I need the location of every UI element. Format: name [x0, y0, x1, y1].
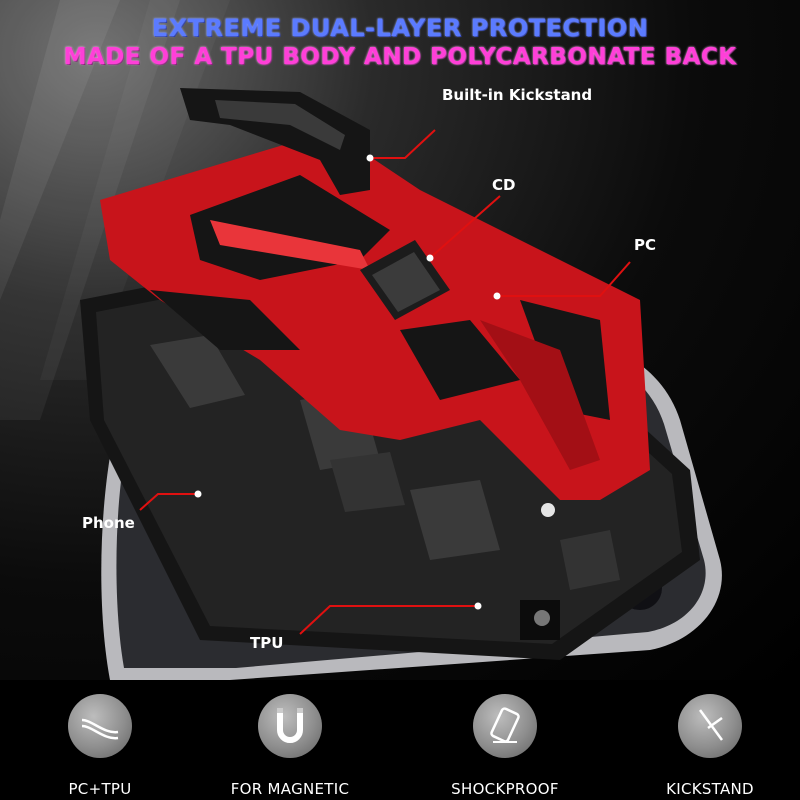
feature-label: PC+TPU [68, 780, 132, 798]
pc-frame-illustration [100, 140, 650, 517]
phone-shock-icon [473, 694, 537, 758]
feature-label: FOR MAGNETIC [230, 780, 350, 798]
pc-leader-line [497, 261, 631, 297]
callout-phone: Phone [82, 514, 135, 532]
callout-kickstand: Built-in Kickstand [442, 86, 593, 104]
feature-strip: PC+TPU FOR MAGNETIC SHOCKPROOF KICK [0, 680, 800, 800]
feature-pc-tpu: PC+TPU [0, 688, 200, 800]
cd-leader-line [429, 195, 501, 259]
phone-leader-line [139, 493, 198, 511]
feature-label: SHOCKPROOF [451, 780, 559, 798]
kickstand-icon [678, 694, 742, 758]
headline-secondary: MADE OF A TPU BODY AND POLYCARBONATE BAC… [63, 44, 737, 70]
feature-kickstand: KICKSTAND [610, 688, 800, 800]
exploded-case-diagram [80, 88, 722, 680]
layers-curve-icon [68, 694, 132, 758]
feature-magnetic: FOR MAGNETIC [190, 688, 390, 800]
callout-pc: PC [634, 236, 657, 254]
product-stage: EXTREME DUAL-LAYER PROTECTION MADE OF A … [0, 0, 800, 680]
feature-shockproof: SHOCKPROOF [405, 688, 605, 800]
callout-cd: CD [492, 176, 516, 194]
kickstand-illustration [180, 88, 370, 195]
light-rays [0, 0, 180, 420]
callout-tpu: TPU [250, 634, 284, 652]
kickstand-leader-line [370, 129, 436, 159]
magnet-icon [258, 694, 322, 758]
headline-primary: EXTREME DUAL-LAYER PROTECTION [151, 14, 649, 42]
tpu-leader-line [299, 605, 478, 635]
feature-label: KICKSTAND [666, 780, 754, 798]
